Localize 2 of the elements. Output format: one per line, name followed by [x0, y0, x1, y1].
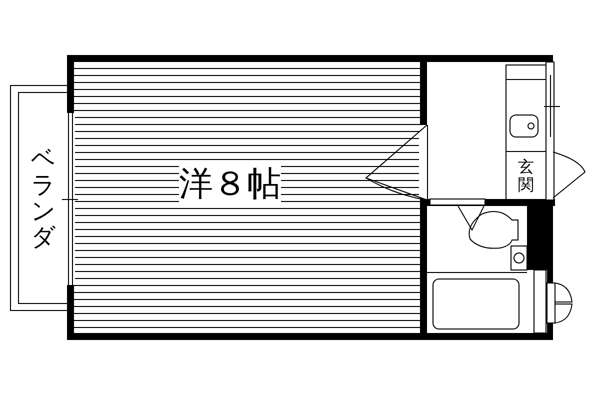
entrance-label: 玄関 [518, 158, 534, 194]
room-label: 洋８帖 [179, 166, 281, 204]
